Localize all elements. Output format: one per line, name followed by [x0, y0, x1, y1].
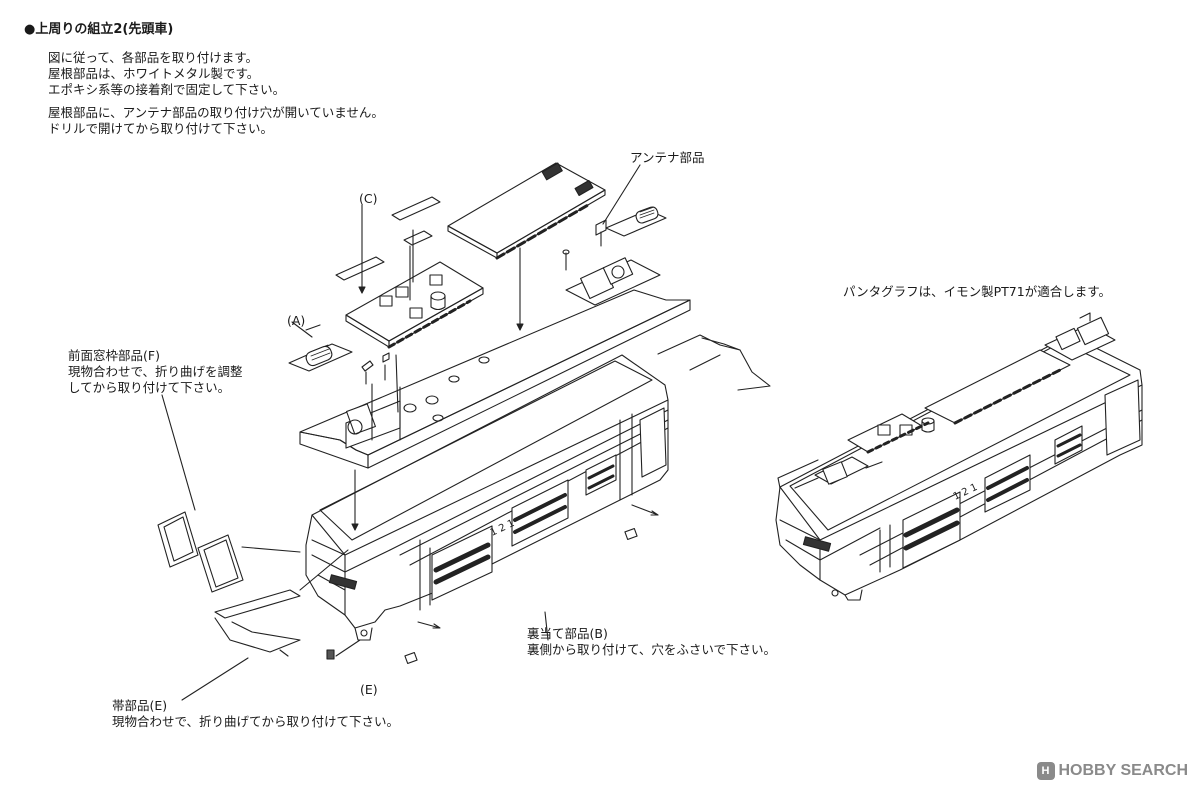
intro-line-3: エポキシ系等の接着剤で固定して下さい。 [48, 82, 286, 97]
label-a: (A) [287, 313, 306, 328]
part-a [288, 321, 390, 385]
hobby-search-logo-icon: H [1036, 762, 1055, 780]
label-front-window-line-2: 現物合わせで、折り曲げを調整 [68, 364, 243, 379]
roof-panel-large [447, 162, 606, 260]
intro-line-2: 屋根部品は、ホワイトメタル製です。 [48, 66, 260, 81]
roof-plate [299, 289, 691, 469]
label-front-window-title: 前面窓枠部品(F) [68, 348, 160, 363]
label-band-line-2: 現物合わせで、折り曲げてから取り付けて下さい。 [112, 714, 400, 729]
main-body: 1 2 1 [305, 354, 669, 641]
label-backing-line-2: 裏側から取り付けて、穴をふさいで下さい。 [527, 642, 777, 657]
guide-lines [395, 247, 524, 413]
label-e: (E) [360, 682, 378, 697]
label-band-title: 帯部品(E) [112, 698, 168, 713]
antenna-part [595, 164, 667, 247]
completed-locomotive: 1 2 1 [775, 312, 1143, 601]
watermark-text: HOBBY SEARCH [1058, 762, 1189, 779]
part-e-band [181, 549, 361, 701]
label-front-window-line-3: してから取り付けて下さい。 [68, 380, 231, 395]
cab-roof-unit-rear [562, 249, 661, 306]
note-line-2: ドリルで開けてから取り付けて下さい。 [48, 121, 274, 136]
part-b-backing [404, 504, 659, 665]
section-heading: ●上周りの組立2(先頭車) [24, 22, 174, 37]
label-antenna: アンテナ部品 [630, 150, 705, 165]
part-f-window-frames [157, 394, 301, 593]
part-c-strips [335, 196, 441, 301]
label-c: (C) [359, 191, 378, 206]
handrail-part [657, 334, 771, 391]
watermark: H HOBBY SEARCH [1036, 762, 1189, 780]
label-pantograph: パンタグラフは、イモン製PT71が適合します。 [843, 284, 1111, 299]
note-line-1: 屋根部品に、アンテナ部品の取り付け穴が開いていません。 [48, 105, 384, 120]
intro-line-1: 図に従って、各部品を取り付けます。 [48, 50, 259, 65]
roof-panel-equipment [345, 261, 484, 349]
svg-text:1 2 1: 1 2 1 [952, 482, 980, 503]
